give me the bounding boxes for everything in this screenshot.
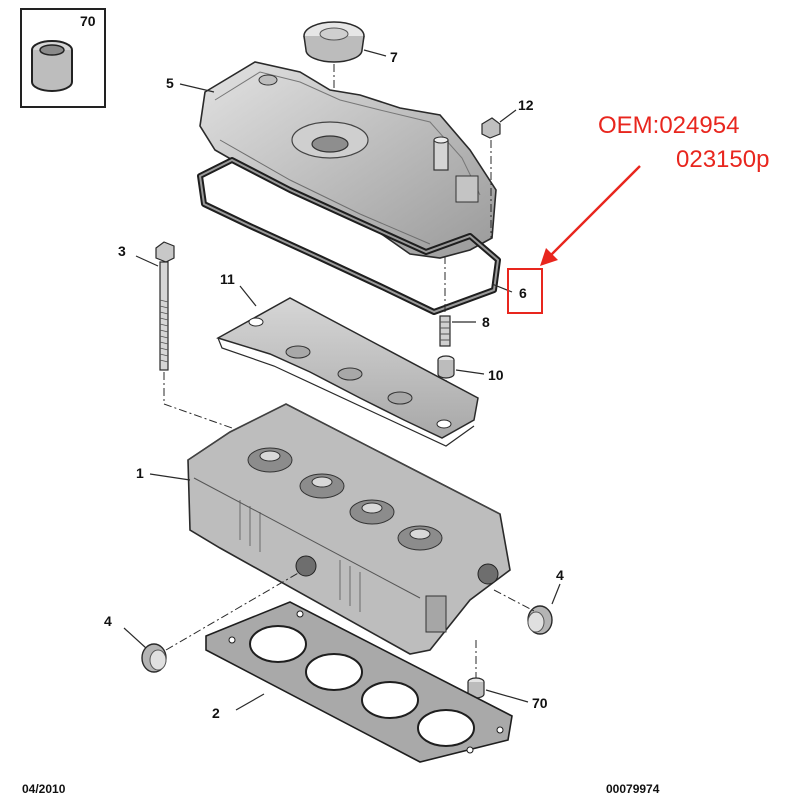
callout-70: 70 <box>532 695 548 711</box>
baffle-plate <box>216 297 479 447</box>
cover-gasket <box>197 157 501 315</box>
callout-5: 5 <box>166 75 174 91</box>
core-plug-right <box>527 605 553 635</box>
cylinder-head <box>187 403 511 655</box>
dowel <box>467 677 485 699</box>
callout-11: 11 <box>220 271 235 287</box>
callout-4-left: 4 <box>104 613 112 629</box>
spacer <box>437 355 455 379</box>
head-gasket <box>205 601 513 763</box>
highlight-box <box>507 268 543 314</box>
callout-8: 8 <box>482 314 490 330</box>
callout-2: 2 <box>212 705 220 721</box>
callout-7: 7 <box>390 49 398 65</box>
oem-line-2: 023150p <box>676 146 770 173</box>
core-plug-left <box>141 643 167 673</box>
callout-4-right: 4 <box>556 567 564 583</box>
filler-cap <box>303 21 365 63</box>
callout-3: 3 <box>118 243 126 259</box>
callout-6: 6 <box>519 285 527 301</box>
stud <box>439 315 451 347</box>
callout-10: 10 <box>488 367 504 383</box>
rocker-cover <box>199 61 497 259</box>
head-bolt <box>155 241 175 371</box>
inset-box <box>20 8 106 108</box>
callout-1: 1 <box>136 465 144 481</box>
footer-reference: 00079974 <box>606 782 660 796</box>
cover-screw <box>481 117 501 139</box>
footer-date: 04/2010 <box>22 782 66 796</box>
callout-inset-70: 70 <box>80 13 96 29</box>
callout-12: 12 <box>518 97 534 113</box>
sleeve-part-icon <box>31 40 73 92</box>
oem-line-1: OEM:024954 <box>598 112 740 139</box>
